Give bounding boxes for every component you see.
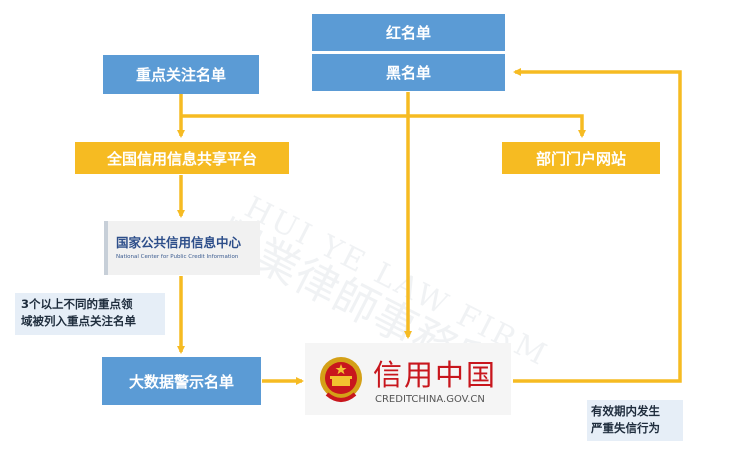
credit-china-title: 信用中国 xyxy=(373,358,498,392)
credit-china-logo: 信用中国 CREDITCHINA.GOV.CN xyxy=(305,343,511,415)
big-data-warning-label: 大数据警示名单 xyxy=(128,372,234,391)
credit-china-url: CREDITCHINA.GOV.CN xyxy=(375,394,485,405)
national-platform-label: 全国信用信息共享平台 xyxy=(106,149,257,168)
key-watch-list-box: 重点关注名单 xyxy=(103,55,259,94)
note-severe-line1: 有效期内发生 xyxy=(591,404,660,418)
national-center-logo: 国家公共信用信息中心 National Center for Public Cr… xyxy=(104,221,260,275)
note-multi-domain-line2: 域被列入重点关注名单 xyxy=(21,314,136,328)
department-portal-box: 部门门户网站 xyxy=(502,142,660,174)
note-multi-domain: 3个以上不同的重点领 域被列入重点关注名单 xyxy=(15,293,165,335)
arrow-feedback-to-blacklist xyxy=(513,68,682,383)
connector-branch-line xyxy=(181,114,586,138)
red-list-box: 红名单 xyxy=(312,14,505,51)
department-portal-label: 部门门户网站 xyxy=(535,149,626,168)
national-center-title: 国家公共信用信息中心 xyxy=(116,235,242,250)
red-list-label: 红名单 xyxy=(385,24,431,42)
national-platform-box: 全国信用信息共享平台 xyxy=(75,142,289,174)
black-list-box: 黑名单 xyxy=(312,54,505,91)
note-severe-dishonesty: 有效期内发生 严重失信行为 xyxy=(587,400,683,441)
black-list-label: 黑名单 xyxy=(385,64,431,82)
national-emblem-icon xyxy=(320,357,362,402)
big-data-warning-box: 大数据警示名单 xyxy=(102,357,261,405)
note-severe-line2: 严重失信行为 xyxy=(591,421,660,435)
note-multi-domain-line1: 3个以上不同的重点领 xyxy=(21,297,133,311)
national-center-subtitle: National Center for Public Credit Inform… xyxy=(116,254,239,260)
key-watch-list-label: 重点关注名单 xyxy=(135,66,226,84)
